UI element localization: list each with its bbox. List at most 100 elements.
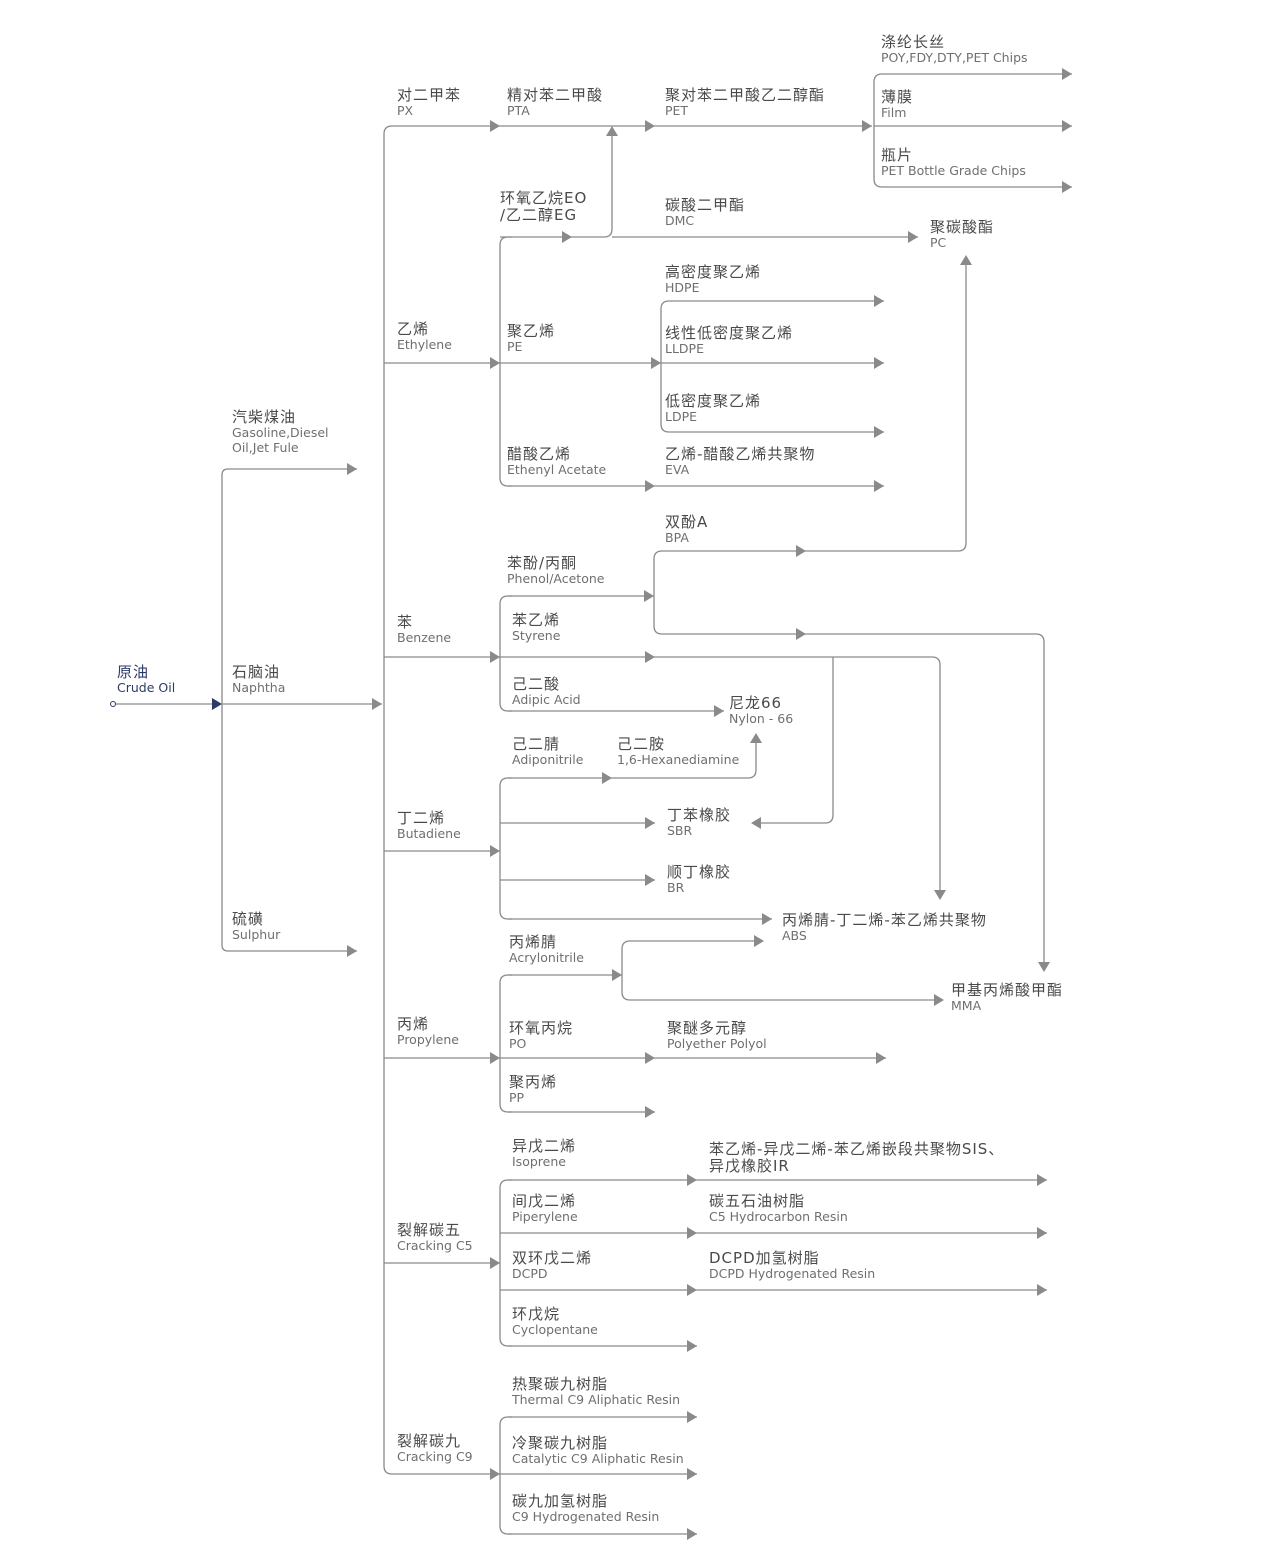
- arrowhead: [645, 1052, 655, 1064]
- arrowhead: [1062, 120, 1072, 132]
- arrowhead: [874, 426, 884, 438]
- arrowhead: [490, 120, 500, 132]
- arrowhead: [212, 698, 222, 710]
- node-label-en: C5 Hydrocarbon Resin: [709, 1209, 848, 1225]
- arrowhead: [687, 1528, 697, 1540]
- arrowhead: [934, 994, 944, 1006]
- node-piperylene: 间戊二烯 Piperylene: [512, 1192, 578, 1225]
- node-label-cn: 硫磺: [232, 910, 265, 928]
- node-label-cn: 丙烯: [397, 1015, 430, 1033]
- node-label-en: Cyclopentane: [512, 1322, 598, 1338]
- node-label-en: Film: [881, 105, 907, 121]
- arrowhead: [796, 628, 806, 640]
- hexane-to-nylon-line: [612, 735, 757, 779]
- node-bottle-chips: 瓶片 PET Bottle Grade Chips: [881, 146, 1026, 179]
- node-label-cn: 环戊烷: [512, 1305, 561, 1323]
- node-label-en: 1,6-Hexanediamine: [617, 752, 740, 768]
- arrowhead: [751, 817, 761, 829]
- arrowhead: [1037, 1227, 1047, 1239]
- node-label-cn: 丁苯橡胶: [667, 806, 732, 824]
- arrowhead: [490, 1468, 500, 1480]
- node-label-cn: 苯酚/丙酮: [507, 554, 578, 572]
- node-mma: 甲基丙烯酸甲酯 MMA: [951, 981, 1063, 1014]
- arrowhead: [612, 969, 622, 981]
- node-label-cn: 聚醚多元醇: [667, 1019, 748, 1037]
- arrowhead: [874, 295, 884, 307]
- node-adiponitrile: 己二腈 Adiponitrile: [512, 735, 584, 768]
- node-label-en: Piperylene: [512, 1209, 578, 1225]
- pet-products-bracket: [873, 73, 888, 188]
- node-thermal-c9: 热聚碳九树脂 Thermal C9 Aliphatic Resin: [512, 1375, 680, 1408]
- node-cyclopentane: 环戊烷 Cyclopentane: [512, 1305, 598, 1338]
- node-benzene: 苯 Benzene: [397, 613, 451, 646]
- node-label-en: EVA: [665, 462, 690, 478]
- node-poy-fdy: 涤纶长丝 POY,FDY,DTY,PET Chips: [881, 33, 1028, 66]
- node-label-en: Polyether Polyol: [667, 1036, 767, 1052]
- node-label-cn: 聚乙烯: [507, 322, 556, 340]
- node-label-cn: 丙烯腈: [509, 933, 558, 951]
- node-label-cn: 高密度聚乙烯: [665, 263, 762, 281]
- node-label-cn: 己二酸: [512, 675, 561, 693]
- node-label-cn: 乙烯: [397, 320, 430, 338]
- node-label-cn: 碳酸二甲酯: [665, 196, 746, 214]
- node-label-cn: 汽柴煤油: [232, 408, 297, 426]
- arrowhead: [714, 705, 724, 717]
- arrowhead: [1037, 1174, 1047, 1186]
- node-film: 薄膜 Film: [881, 88, 913, 121]
- butadiene-bracket: [499, 777, 512, 920]
- node-label-cn: 醋酸乙烯: [507, 445, 572, 463]
- arrowhead: [602, 772, 612, 784]
- node-label-en: DCPD Hydrogenated Resin: [709, 1266, 876, 1282]
- node-label-en: PET: [665, 103, 689, 119]
- node-label-cn: 环氧乙烷EO: [500, 189, 588, 207]
- node-label-cn: DCPD加氢树脂: [709, 1249, 820, 1267]
- node-label-en: Propylene: [397, 1032, 459, 1048]
- node-label-cn: 聚丙烯: [509, 1073, 558, 1091]
- acrylonitrile-split: [621, 940, 631, 1001]
- node-sulphur: 硫磺 Sulphur: [232, 910, 281, 943]
- arrowhead: [1037, 1284, 1047, 1296]
- node-label-en: Adiponitrile: [512, 752, 584, 768]
- node-sis-ir: 苯乙烯-异戊二烯-苯乙烯嵌段共聚物SIS、 异戊橡胶IR: [709, 1140, 1004, 1176]
- arrowhead: [960, 255, 972, 265]
- arrowhead: [347, 463, 357, 475]
- arrowhead: [1062, 68, 1072, 80]
- node-label-cn: 碳九加氢树脂: [512, 1492, 609, 1510]
- eo-to-pet-line: [572, 128, 613, 238]
- node-label-en: Butadiene: [397, 826, 461, 842]
- node-label-en: PET Bottle Grade Chips: [881, 163, 1026, 179]
- node-label-cn: 己二腈: [512, 735, 561, 753]
- node-label-cn: 热聚碳九树脂: [512, 1375, 609, 1393]
- arrowhead: [934, 890, 946, 900]
- level2-trunk: [383, 125, 393, 1475]
- node-label-cn: 丁二烯: [397, 809, 446, 827]
- node-label-cn: 冷聚碳九树脂: [512, 1434, 609, 1452]
- node-isoprene: 异戊二烯 Isoprene: [512, 1137, 576, 1170]
- propylene-bracket: [499, 974, 512, 1113]
- node-label-cn: 己二胺: [617, 735, 666, 753]
- mma-feed-line: [806, 633, 1045, 970]
- c5-bracket: [499, 1179, 512, 1347]
- arrowhead: [645, 480, 655, 492]
- c9-bracket: [499, 1416, 512, 1535]
- arrowhead: [490, 845, 500, 857]
- node-crude-oil: 原油 Crude Oil: [117, 663, 175, 696]
- node-label-en: Isoprene: [512, 1154, 566, 1170]
- arrowhead: [874, 357, 884, 369]
- node-label-en: DCPD: [512, 1266, 548, 1282]
- node-label-en: HDPE: [665, 280, 700, 296]
- node-styrene: 苯乙烯 Styrene: [512, 611, 561, 644]
- pe-bracket: [660, 300, 675, 433]
- node-label-en: Sulphur: [232, 927, 281, 943]
- node-lldpe: 线性低密度聚乙烯 LLDPE: [665, 324, 793, 357]
- phenol-down-line: [653, 596, 806, 635]
- node-phenol-acetone: 苯酚/丙酮 Phenol/Acetone: [507, 554, 604, 587]
- styrene-to-abs-line: [655, 656, 941, 898]
- node-nylon-66: 尼龙66 Nylon - 66: [729, 694, 793, 727]
- node-pc: 聚碳酸酯 PC: [930, 218, 994, 251]
- node-label-cn: 低密度聚乙烯: [665, 392, 762, 410]
- arrowhead: [347, 945, 357, 957]
- node-label-cn: 丙烯腈-丁二烯-苯乙烯共聚物: [782, 911, 987, 929]
- node-label-cn: 原油: [117, 663, 150, 681]
- node-label-en: Styrene: [512, 628, 561, 644]
